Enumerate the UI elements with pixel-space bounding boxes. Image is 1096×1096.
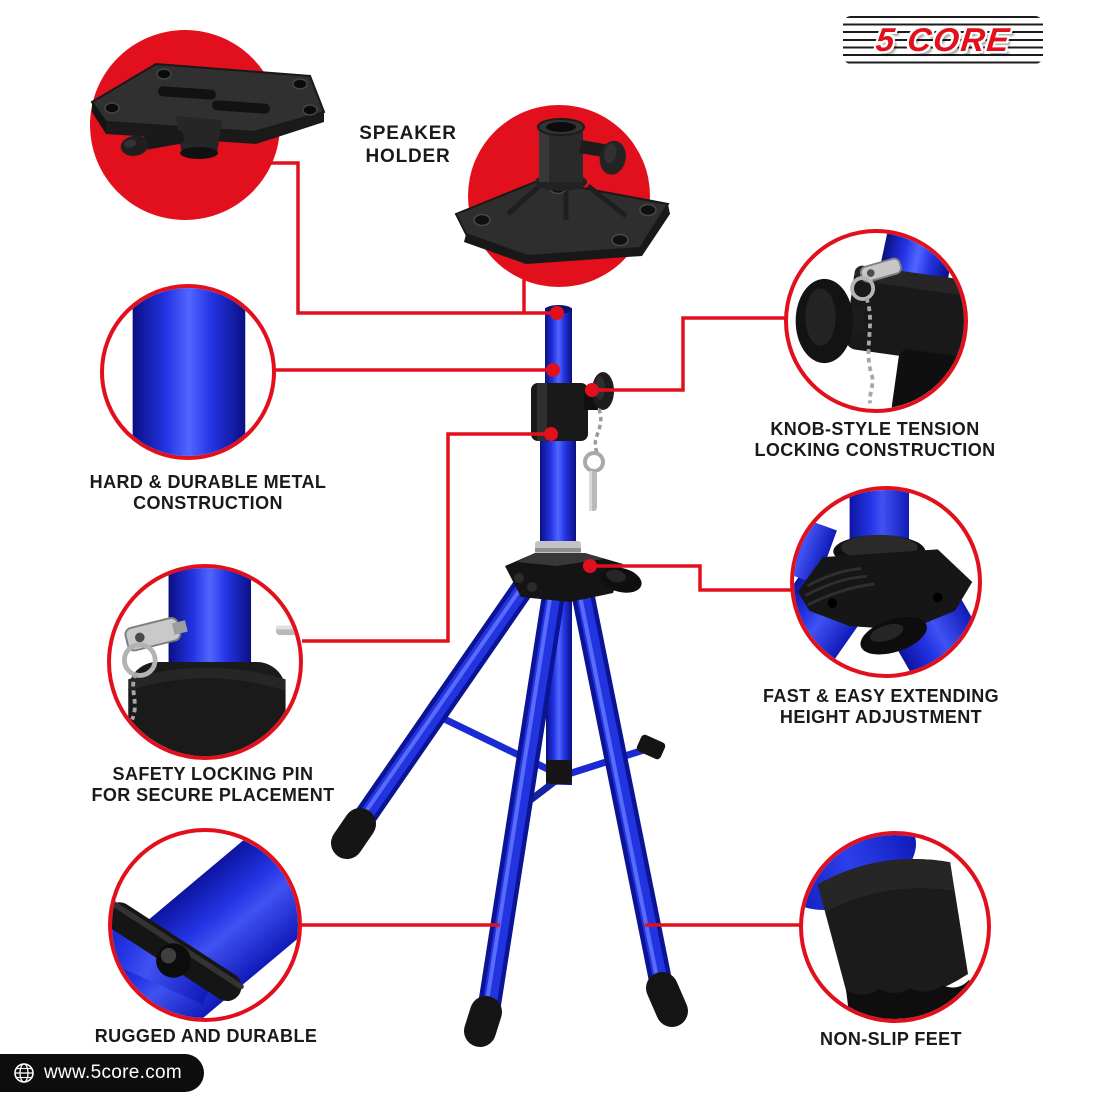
callout-label-rugged: RUGGED AND DURABLE: [58, 1026, 354, 1047]
speaker-holder-illustration: [454, 118, 670, 264]
feature-circle-tension-knob: [784, 229, 968, 413]
label-line: HARD & DURABLE METAL: [89, 472, 327, 492]
tension-collar: [531, 372, 614, 441]
speaker-plate-top-illustration: [90, 62, 326, 159]
height-hub-closeup-illustration: [794, 490, 978, 674]
callout-label-non-slip: NON-SLIP FEET: [762, 1029, 1020, 1050]
globe-icon: [14, 1063, 34, 1083]
label-line: FOR SECURE PLACEMENT: [91, 785, 335, 805]
feature-circle-foot: [799, 831, 991, 1023]
callout-label-safety-pin: SAFETY LOCKING PIN FOR SECURE PLACEMENT: [62, 764, 364, 806]
feature-circle-metal-pole: [100, 284, 276, 460]
label-line: FAST & EASY EXTENDING: [762, 686, 1000, 706]
label-line: CONSTRUCTION: [133, 493, 283, 513]
website-badge: www.5core.com: [0, 1054, 204, 1092]
label-line: HEIGHT ADJUSTMENT: [779, 707, 983, 727]
metal-pole-closeup-illustration: [132, 288, 246, 456]
feature-circle-safety-pin: [107, 564, 303, 760]
foot-closeup-illustration: [803, 835, 971, 1019]
connector-anchor-dots: [544, 306, 599, 573]
feature-circle-leg-joint: [108, 828, 302, 1022]
website-text: www.5core.com: [44, 1062, 182, 1083]
callout-label-height-adjust: FAST & EASY EXTENDING HEIGHT ADJUSTMENT: [730, 686, 1032, 728]
callout-label-speaker-holder: SPEAKER HOLDER: [298, 122, 518, 168]
lower-pole: [540, 441, 576, 545]
safety-pin-closeup-illustration: [122, 568, 299, 756]
feature-circle-height-hub: [790, 486, 982, 678]
brand-logo-text: 5 CORE: [873, 21, 1013, 58]
safety-pin-chain: [583, 408, 605, 511]
leg-joint-closeup-illustration: [112, 832, 298, 1018]
tripod-legs: [352, 566, 673, 1020]
callout-label-hard-durable: HARD & DURABLE METAL CONSTRUCTION: [62, 472, 354, 514]
callout-label-knob-tension: KNOB-STYLE TENSION LOCKING CONSTRUCTION: [724, 419, 1026, 461]
label-line: LOCKING CONSTRUCTION: [754, 440, 996, 460]
rubber-feet: [331, 808, 688, 1047]
brand-logo: 5 CORE: [843, 16, 1043, 64]
label-line: NON-SLIP FEET: [820, 1029, 962, 1049]
label-line: SAFETY LOCKING PIN: [112, 764, 314, 784]
label-line: KNOB-STYLE TENSION: [770, 419, 980, 439]
label-line: RUGGED AND DURABLE: [94, 1026, 318, 1046]
label-line: HOLDER: [365, 146, 451, 167]
label-line: SPEAKER: [359, 123, 457, 144]
tension-knob-closeup-illustration: [795, 233, 964, 409]
